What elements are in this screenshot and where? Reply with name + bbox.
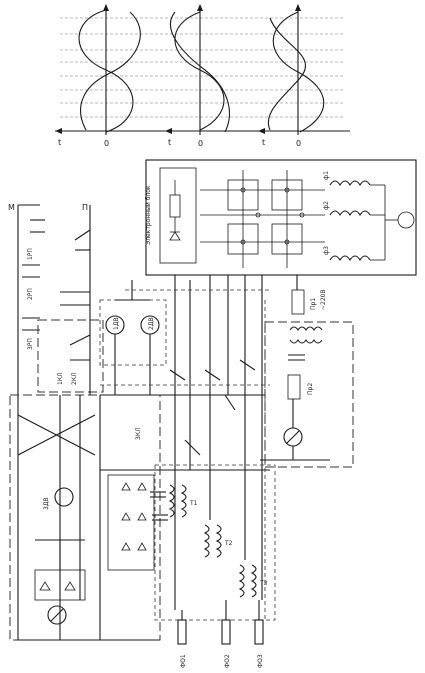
main-wiring — [18, 240, 276, 641]
contact-label-1rp: 1РП — [27, 248, 34, 260]
axis-zero-label-2: 0 — [198, 139, 203, 148]
transformer-label-t2: Т2 — [224, 540, 233, 547]
motor-frame — [99, 299, 167, 366]
fuse-2 — [287, 374, 301, 400]
axis-arrow-icon — [197, 4, 203, 11]
control-panel: Электронный блок — [145, 159, 417, 276]
terminal-label-fo2: ФО2 — [224, 654, 231, 668]
waveform-panel: 0 0 0 t t t — [55, 4, 350, 148]
block-diode-icon — [169, 231, 181, 241]
terminal-fo3 — [254, 619, 264, 645]
motor-group: 1ДВ 2ДВ 3ДВ — [43, 280, 167, 625]
contact-label-2kl: 2КЛ — [71, 372, 78, 385]
rail-label-m: М — [8, 203, 15, 212]
time-arrow-icon — [258, 128, 265, 134]
phase-coils — [329, 180, 415, 262]
waveform-curve-1 — [78, 9, 134, 133]
rectifier-bridge-frame — [107, 474, 155, 571]
phase-label-3: ф3 — [323, 246, 330, 255]
waveform-curve-1b — [80, 11, 141, 131]
motor-label-3dv: 3ДВ — [43, 497, 50, 510]
control-panel-frame — [145, 159, 417, 276]
contact-label-2rp: 2РП — [27, 288, 34, 300]
cross-wire-2 — [17, 414, 96, 456]
contact-label-3rp: 3РП — [27, 338, 34, 350]
transformers: Т1 Т2 Т3 — [150, 484, 268, 598]
electronic-block-frame — [159, 167, 197, 264]
phase-label-1: ф1 — [323, 171, 330, 180]
rail-label-p: П — [82, 203, 88, 212]
axis-zero-label-1: 0 — [104, 139, 109, 148]
axis-arrow-icon — [103, 4, 109, 11]
axis-arrow-icon — [295, 4, 301, 11]
waveform-curve-3 — [272, 11, 325, 133]
motor-label-2dv: 2ДВ — [148, 317, 155, 330]
time-label-3: t — [262, 138, 265, 147]
motor-label-1dv: 1ДВ — [113, 317, 120, 330]
time-arrow-icon — [165, 128, 172, 134]
terminal-label-fo3: ФО3 — [257, 654, 264, 668]
relay-frame-1 — [37, 319, 104, 393]
time-label-2: t — [168, 138, 171, 147]
time-label-1: t — [58, 138, 61, 147]
terminal-label-fo1: ФО1 — [180, 654, 187, 668]
transformer-label-t1: Т1 — [189, 500, 198, 507]
phase-labels: ф1 ф2 ф3 — [323, 171, 330, 255]
waveform-grid — [60, 17, 345, 118]
waveform-curve-2 — [174, 11, 225, 131]
mains-block: Пр1 Пр2 ~220В — [260, 275, 354, 468]
contact-label-1kl: 1КЛ — [57, 372, 64, 385]
fuse-label-1: Пр1 — [310, 298, 317, 310]
neutral-terminal-icon — [397, 211, 415, 229]
electronic-block-title: Электронный блок — [145, 185, 152, 245]
mains-voltage-label: ~220В — [320, 289, 327, 310]
bottom-terminals: ФО1 ФО2 ФО3 — [177, 600, 264, 668]
transformer-label-t3: Т3 — [259, 580, 268, 587]
rectifier-bridges — [34, 474, 155, 601]
transformer-frame — [154, 464, 276, 621]
relay-contact-matrix — [200, 170, 325, 268]
waveform-curve-2b — [169, 11, 230, 133]
terminal-fo1 — [177, 619, 187, 645]
motor-3dv — [54, 487, 74, 507]
fuse-label-2: Пр2 — [307, 383, 314, 395]
terminal-fo2 — [221, 619, 231, 645]
axis-zero-label-3: 0 — [296, 139, 301, 148]
block-resistor — [169, 194, 181, 218]
left-relay-column: М П 1РП 2РП 3РП 1КЛ 2КЛ 3КЛ — [8, 203, 161, 641]
meter-gauge-icon — [47, 605, 67, 625]
phase-label-2: ф2 — [323, 201, 330, 210]
fuse-1 — [291, 289, 305, 315]
contact-label-3kl: 3КЛ — [135, 427, 142, 440]
time-arrow-icon — [55, 128, 62, 134]
waveform-curve-3b — [267, 17, 307, 131]
